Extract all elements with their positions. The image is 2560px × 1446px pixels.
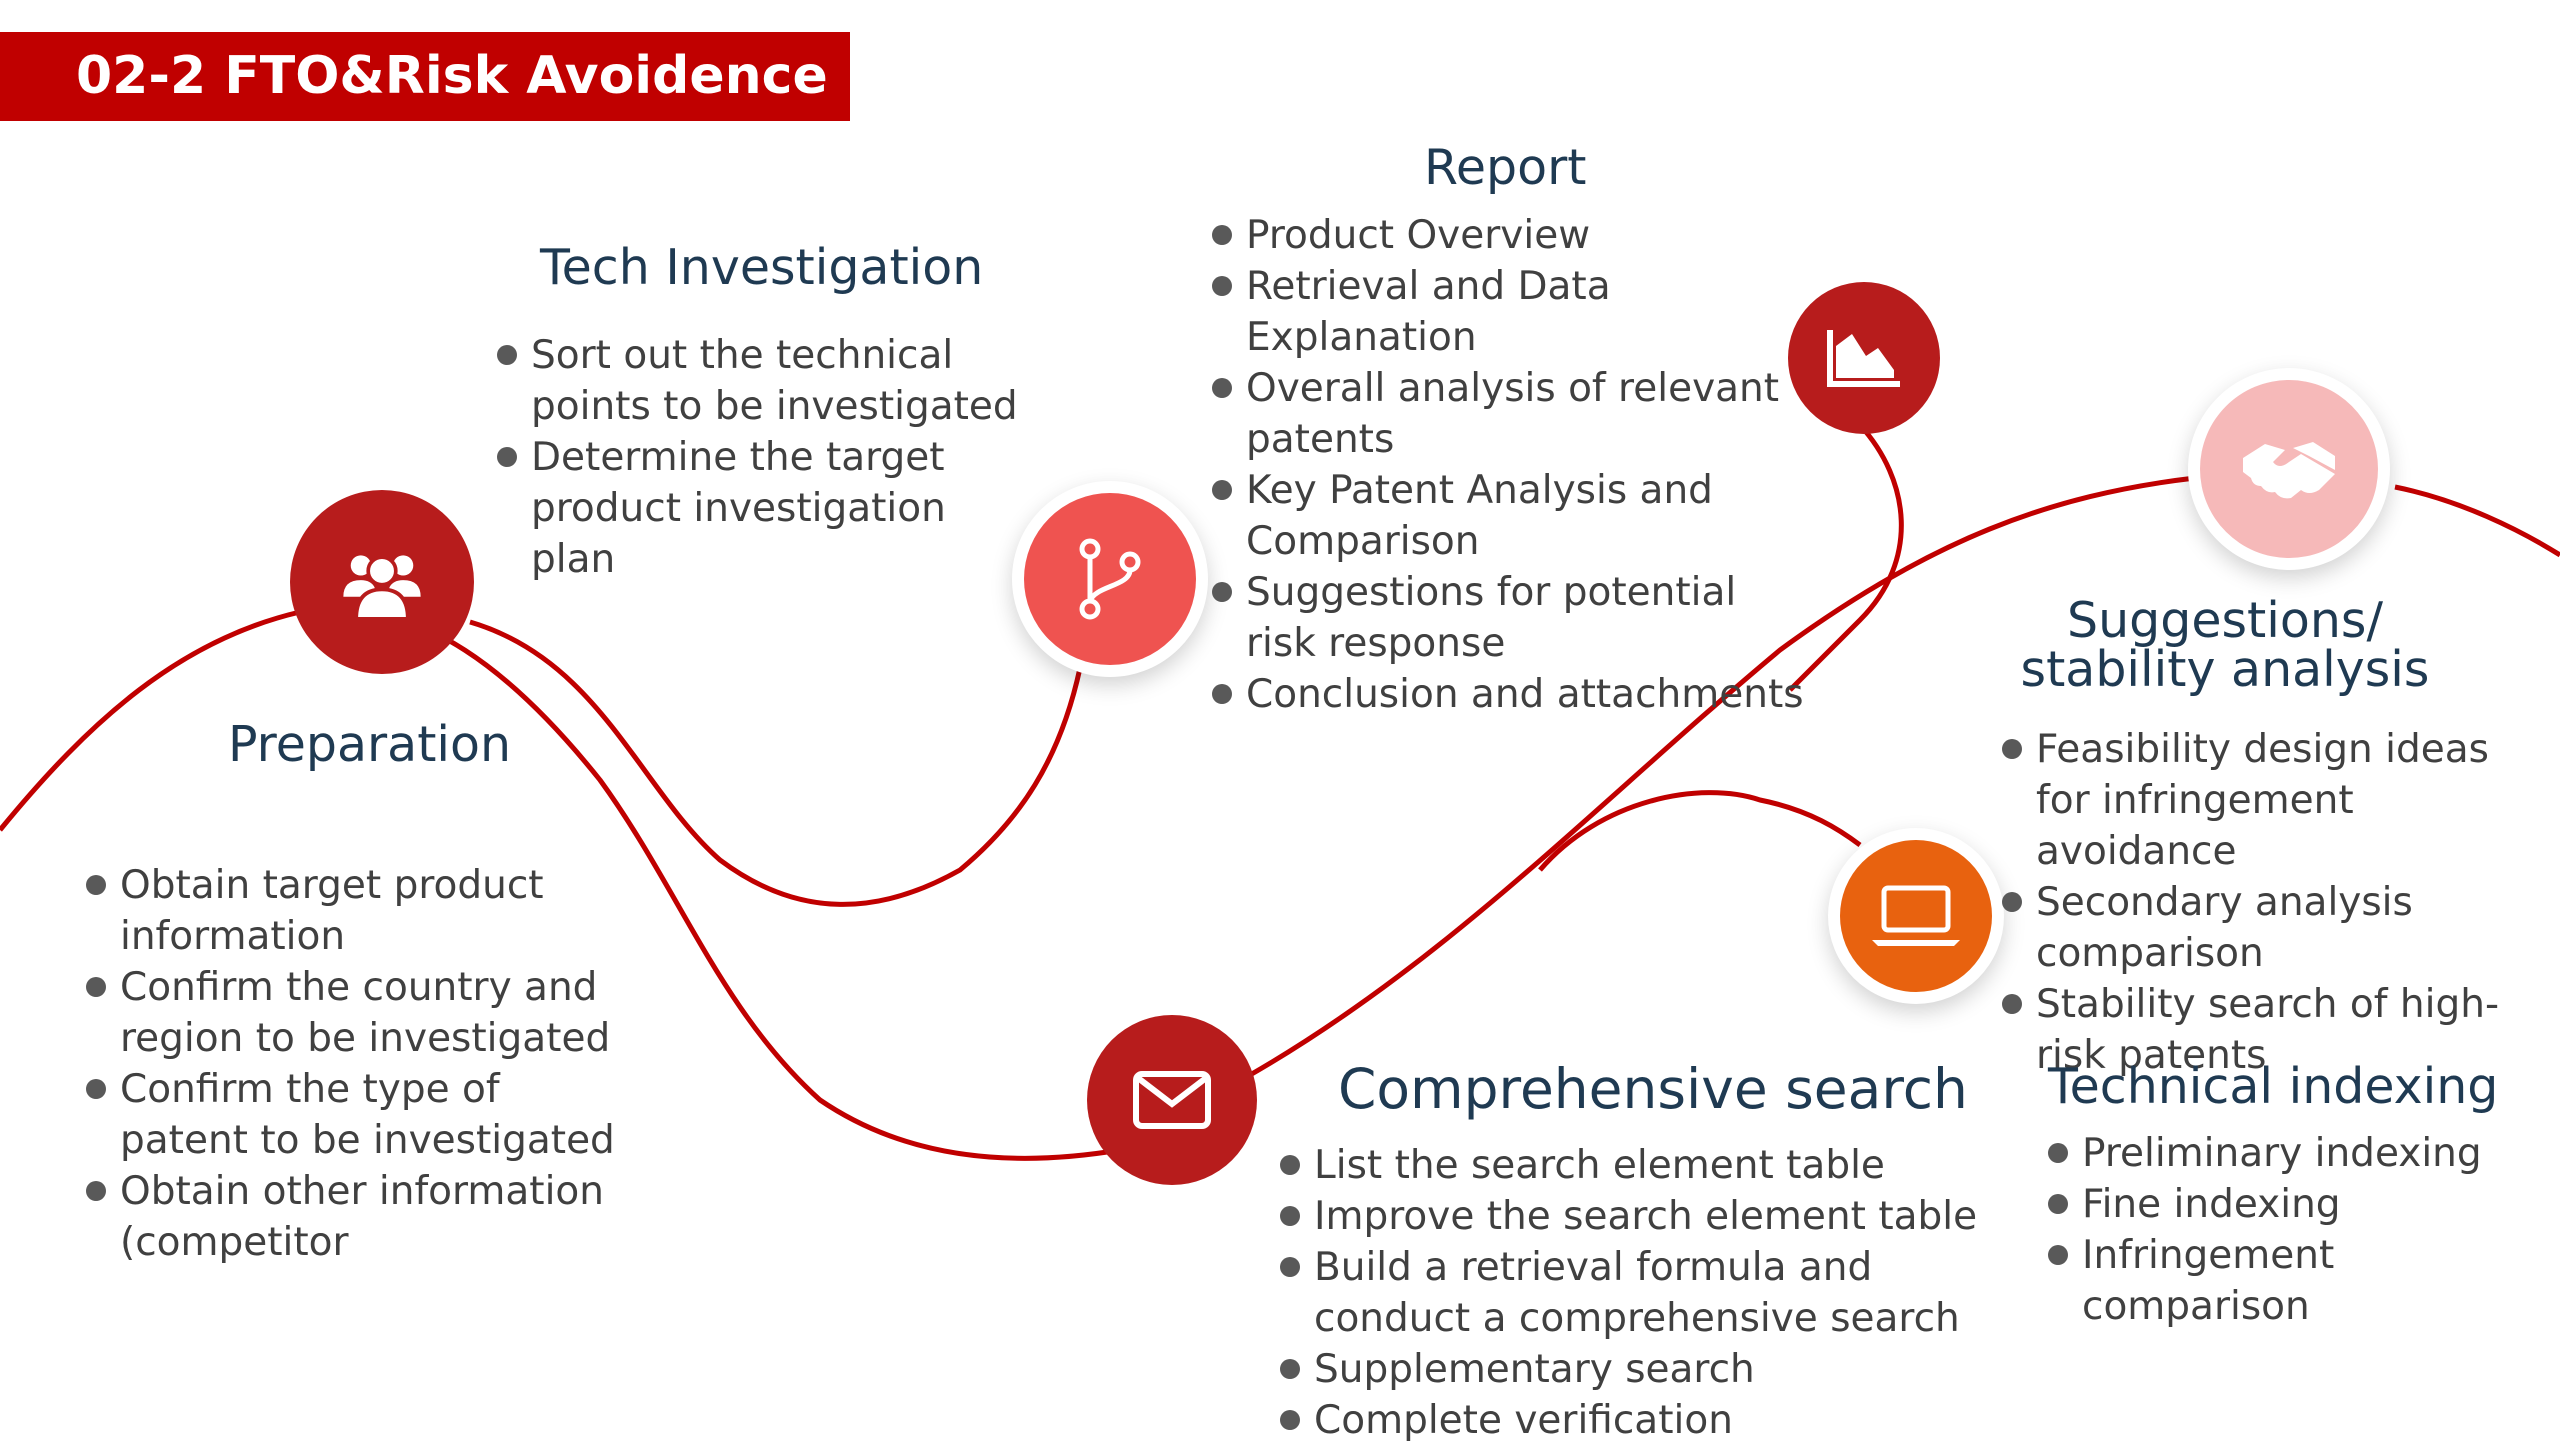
title-bar: 02-2 FTO&Risk Avoidence [0, 32, 850, 121]
heading-report: Report [1424, 139, 1587, 196]
node-preparation [290, 490, 474, 674]
list-item: Determine the target product investigati… [497, 432, 1037, 585]
curve-right-main [1248, 475, 2560, 1078]
list-item: Overall analysis of relevant patents [1212, 363, 1812, 465]
users-icon [343, 555, 421, 621]
curve-right-lower [1538, 790, 1862, 872]
list-item: Complete verification [1280, 1395, 1980, 1446]
page-title: 02-2 FTO&Risk Avoidence [76, 46, 828, 106]
list-item: List the search element table [1280, 1140, 1980, 1191]
bullets-preparation: Obtain target product information Confir… [86, 860, 626, 1268]
list-item: Confirm the country and region to be inv… [86, 962, 626, 1064]
list-item: Secondary analysis comparison [2002, 877, 2532, 979]
list-item: Retrieval and Data Explanation [1212, 261, 1812, 363]
laptop-icon [1872, 885, 1960, 946]
bullets-tech-investigation: Sort out the technical points to be inve… [497, 330, 1037, 585]
curve-report-link [1788, 423, 1904, 692]
list-item: Stability search of high-risk patents [2002, 979, 2532, 1081]
list-item: Supplementary search [1280, 1344, 1980, 1395]
list-item: Infringement comparison [2048, 1230, 2508, 1332]
heading-suggestions-line1: Suggestions/ [2067, 592, 2383, 649]
bullets-report: Product Overview Retrieval and Data Expl… [1212, 210, 1812, 720]
node-suggestions [2200, 380, 2378, 558]
area-chart-icon [1827, 330, 1900, 387]
list-item: Fine indexing [2048, 1179, 2508, 1230]
heading-tech-investigation: Tech Investigation [540, 239, 984, 296]
curve-left-lower [0, 606, 1121, 1161]
branch-icon [1079, 538, 1141, 620]
list-item: Improve the search element table [1280, 1191, 1980, 1242]
list-item: Product Overview [1212, 210, 1812, 261]
list-item: Confirm the type of patent to be investi… [86, 1064, 626, 1166]
list-item: Build a retrieval formula and conduct a … [1280, 1242, 1980, 1344]
heading-suggestions-line2: stability analysis [2020, 641, 2430, 698]
list-item: Conclusion and attachments [1212, 669, 1812, 720]
list-item: Feasibility design ideas for infringemen… [2002, 724, 2532, 877]
curve-left-upper [469, 619, 1083, 907]
list-item: Preliminary indexing [2048, 1128, 2508, 1179]
list-item: Sort out the technical points to be inve… [497, 330, 1037, 432]
bullets-suggestions: Feasibility design ideas for infringemen… [2002, 724, 2532, 1081]
bullets-comprehensive-search: List the search element table Improve th… [1280, 1140, 1980, 1446]
heading-technical-indexing: Technical indexing [2048, 1058, 2499, 1115]
handshake-icon [2243, 442, 2335, 499]
heading-preparation: Preparation [228, 716, 512, 773]
node-report [1788, 282, 1940, 434]
mail-icon [1133, 1071, 1211, 1129]
node-comprehensive-search [1087, 1015, 1257, 1185]
list-item: Obtain target product information [86, 860, 626, 962]
list-item: Key Patent Analysis and Comparison [1212, 465, 1812, 567]
bullets-technical-indexing: Preliminary indexing Fine indexing Infri… [2048, 1128, 2508, 1332]
list-item: Suggestions for potential risk response [1212, 567, 1812, 669]
list-item: Obtain other information (competitor [86, 1166, 626, 1268]
heading-comprehensive-search: Comprehensive search [1338, 1057, 1968, 1121]
node-tech-investigation [1024, 493, 1196, 665]
node-technical-indexing [1840, 840, 1992, 992]
heading-suggestions: Suggestions/ stability analysis [2000, 596, 2450, 694]
